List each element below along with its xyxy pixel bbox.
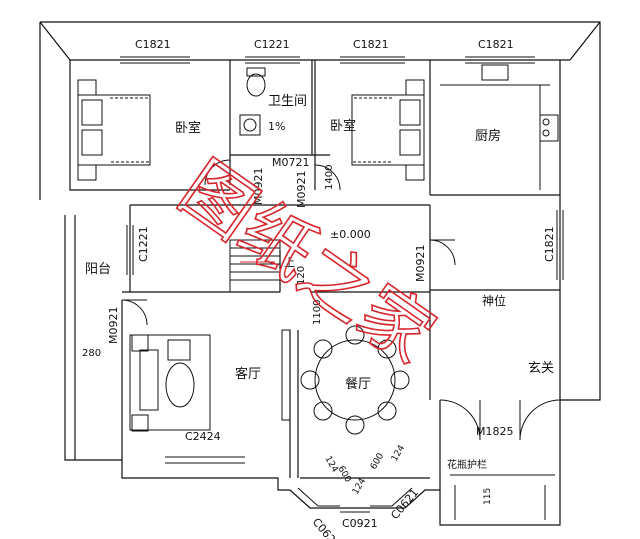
door-code-entry: M1825 (476, 425, 514, 438)
window-code-kitchen-side: C1821 (543, 226, 556, 262)
window-code-bay-left: C0621 (310, 516, 343, 539)
bed-left (77, 79, 151, 181)
window-code-top-1: C1821 (135, 38, 171, 51)
window-code-top-2: C1221 (254, 38, 290, 51)
label-flower-rail: 花瓶护栏 (447, 458, 487, 471)
label-balcony: 阳台 (85, 262, 111, 277)
staircase (229, 239, 281, 293)
door-swings (121, 159, 561, 441)
label-bedroom-right: 卧室 (330, 118, 356, 134)
dim-level: ±0.000 (330, 228, 371, 241)
dim-1400: 1400 (324, 165, 335, 190)
door-code-kitchen: M0921 (414, 245, 427, 283)
label-shrine: 神位 (482, 293, 506, 308)
kitchen-fixtures (440, 64, 559, 190)
door-code-balcony: M0921 (107, 307, 120, 345)
label-living-room: 客厅 (235, 366, 261, 382)
dim-124-b: 124 (390, 443, 407, 463)
label-bedroom-left: 卧室 (175, 120, 201, 136)
living-furniture (129, 329, 291, 432)
bay-window (297, 487, 413, 513)
label-kitchen: 厨房 (475, 128, 501, 144)
dim-1100: 1100 (312, 300, 323, 325)
bathroom-fixtures (239, 67, 266, 136)
window-code-top-4: C1821 (478, 38, 514, 51)
walls (39, 21, 601, 526)
dim-600-a: 600 (335, 465, 352, 485)
window-code-bay-right: C0621 (388, 486, 421, 522)
door-code-bed-left: M0921 (252, 168, 265, 206)
window-marks (120, 56, 564, 464)
label-bathroom: 卫生间 (268, 94, 307, 109)
flower-rail (450, 474, 555, 520)
bed-right (351, 79, 425, 181)
window-code-stair: C1221 (137, 226, 150, 262)
dim-280: 280 (82, 348, 101, 359)
dim-600-b: 600 (369, 451, 386, 471)
dim-slope: 1% (268, 120, 285, 133)
window-code-bay-center: C0921 (342, 517, 378, 530)
door-code-bed-right: M0921 (295, 171, 308, 209)
door-code-bath: M0721 (272, 156, 310, 169)
label-dining-room: 餐厅 (345, 376, 371, 392)
window-code-living-bottom: C2424 (185, 430, 221, 443)
stairs-up-label: 上 (284, 256, 295, 269)
dim-115: 115 (483, 488, 493, 505)
label-entrance: 玄关 (528, 361, 554, 376)
dining-table (300, 325, 410, 435)
dim-120: 120 (296, 266, 307, 285)
dim-124-c: 124 (351, 476, 368, 496)
window-code-top-3: C1821 (353, 38, 389, 51)
